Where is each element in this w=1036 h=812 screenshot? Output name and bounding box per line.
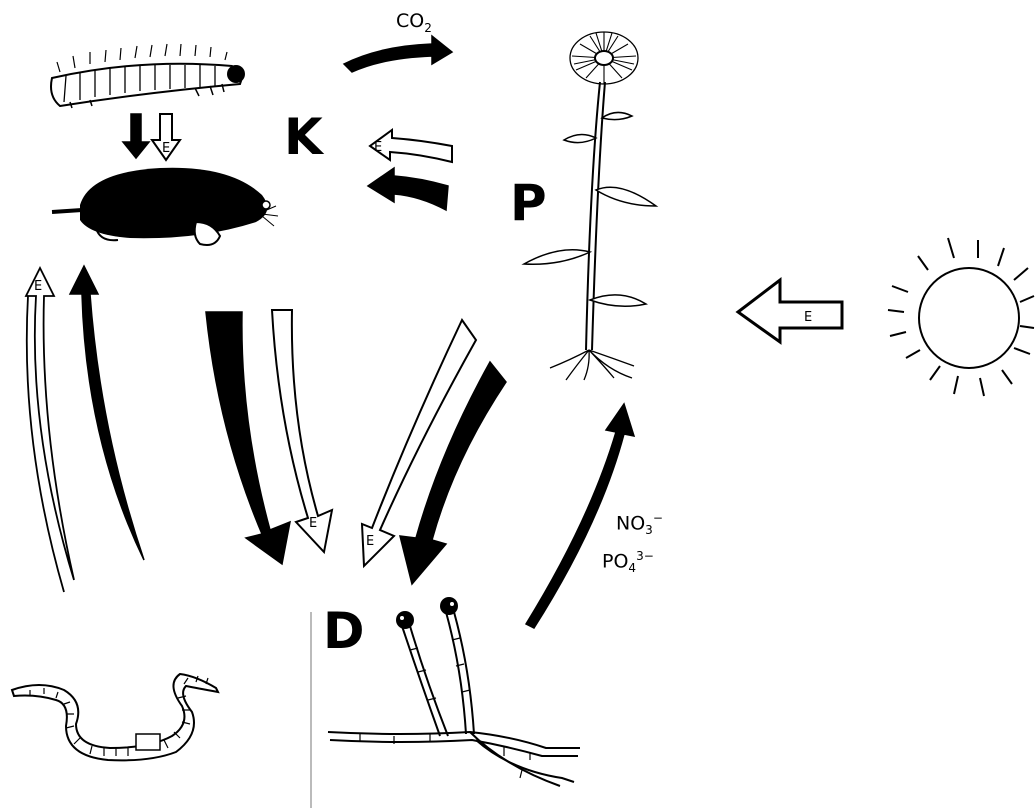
producer-energy-arrow: E: [370, 130, 452, 162]
energy-mark: E: [366, 534, 374, 549]
feeding-energy-arrow: E: [152, 114, 180, 160]
nitrate-subscript: 3: [645, 523, 653, 537]
phosphate-label: PO43−: [602, 550, 654, 574]
nitrate-charge: −: [653, 511, 663, 525]
co2-arrow: [344, 36, 452, 72]
energy-mark: E: [162, 141, 170, 156]
co2-label: CO2: [396, 12, 432, 34]
decomposer-matter-arrow: [70, 266, 144, 560]
feeding-arrow-solid: [123, 114, 149, 158]
solar-energy-arrow: E: [738, 280, 842, 342]
producers-label: P: [510, 178, 547, 228]
energy-mark: E: [804, 310, 812, 325]
nitrate-formula: NO: [616, 512, 645, 534]
co2-subscript: 2: [424, 21, 432, 35]
energy-mark: E: [34, 279, 42, 294]
producer-matter-arrow: [368, 168, 448, 210]
consumer-energy-arrow: E: [272, 310, 332, 552]
decomposers-label: D: [323, 606, 365, 656]
plant-matter-arrow: [400, 362, 506, 584]
phosphate-charge: 3−: [636, 549, 654, 563]
decomposer-energy-arrow: E: [26, 268, 74, 592]
co2-formula: CO: [396, 10, 424, 32]
energy-mark: E: [309, 516, 317, 531]
consumers-label: K: [284, 112, 323, 162]
nitrate-label: NO3−: [616, 512, 663, 536]
sun-icon: [888, 238, 1034, 396]
mole-icon: [52, 168, 278, 245]
energy-mark: E: [374, 140, 382, 155]
fungus-icon: [328, 597, 580, 786]
phosphate-formula: PO: [602, 550, 628, 572]
earthworm-icon: [12, 674, 218, 760]
phosphate-subscript: 4: [628, 561, 636, 575]
caterpillar-icon: [51, 44, 245, 108]
